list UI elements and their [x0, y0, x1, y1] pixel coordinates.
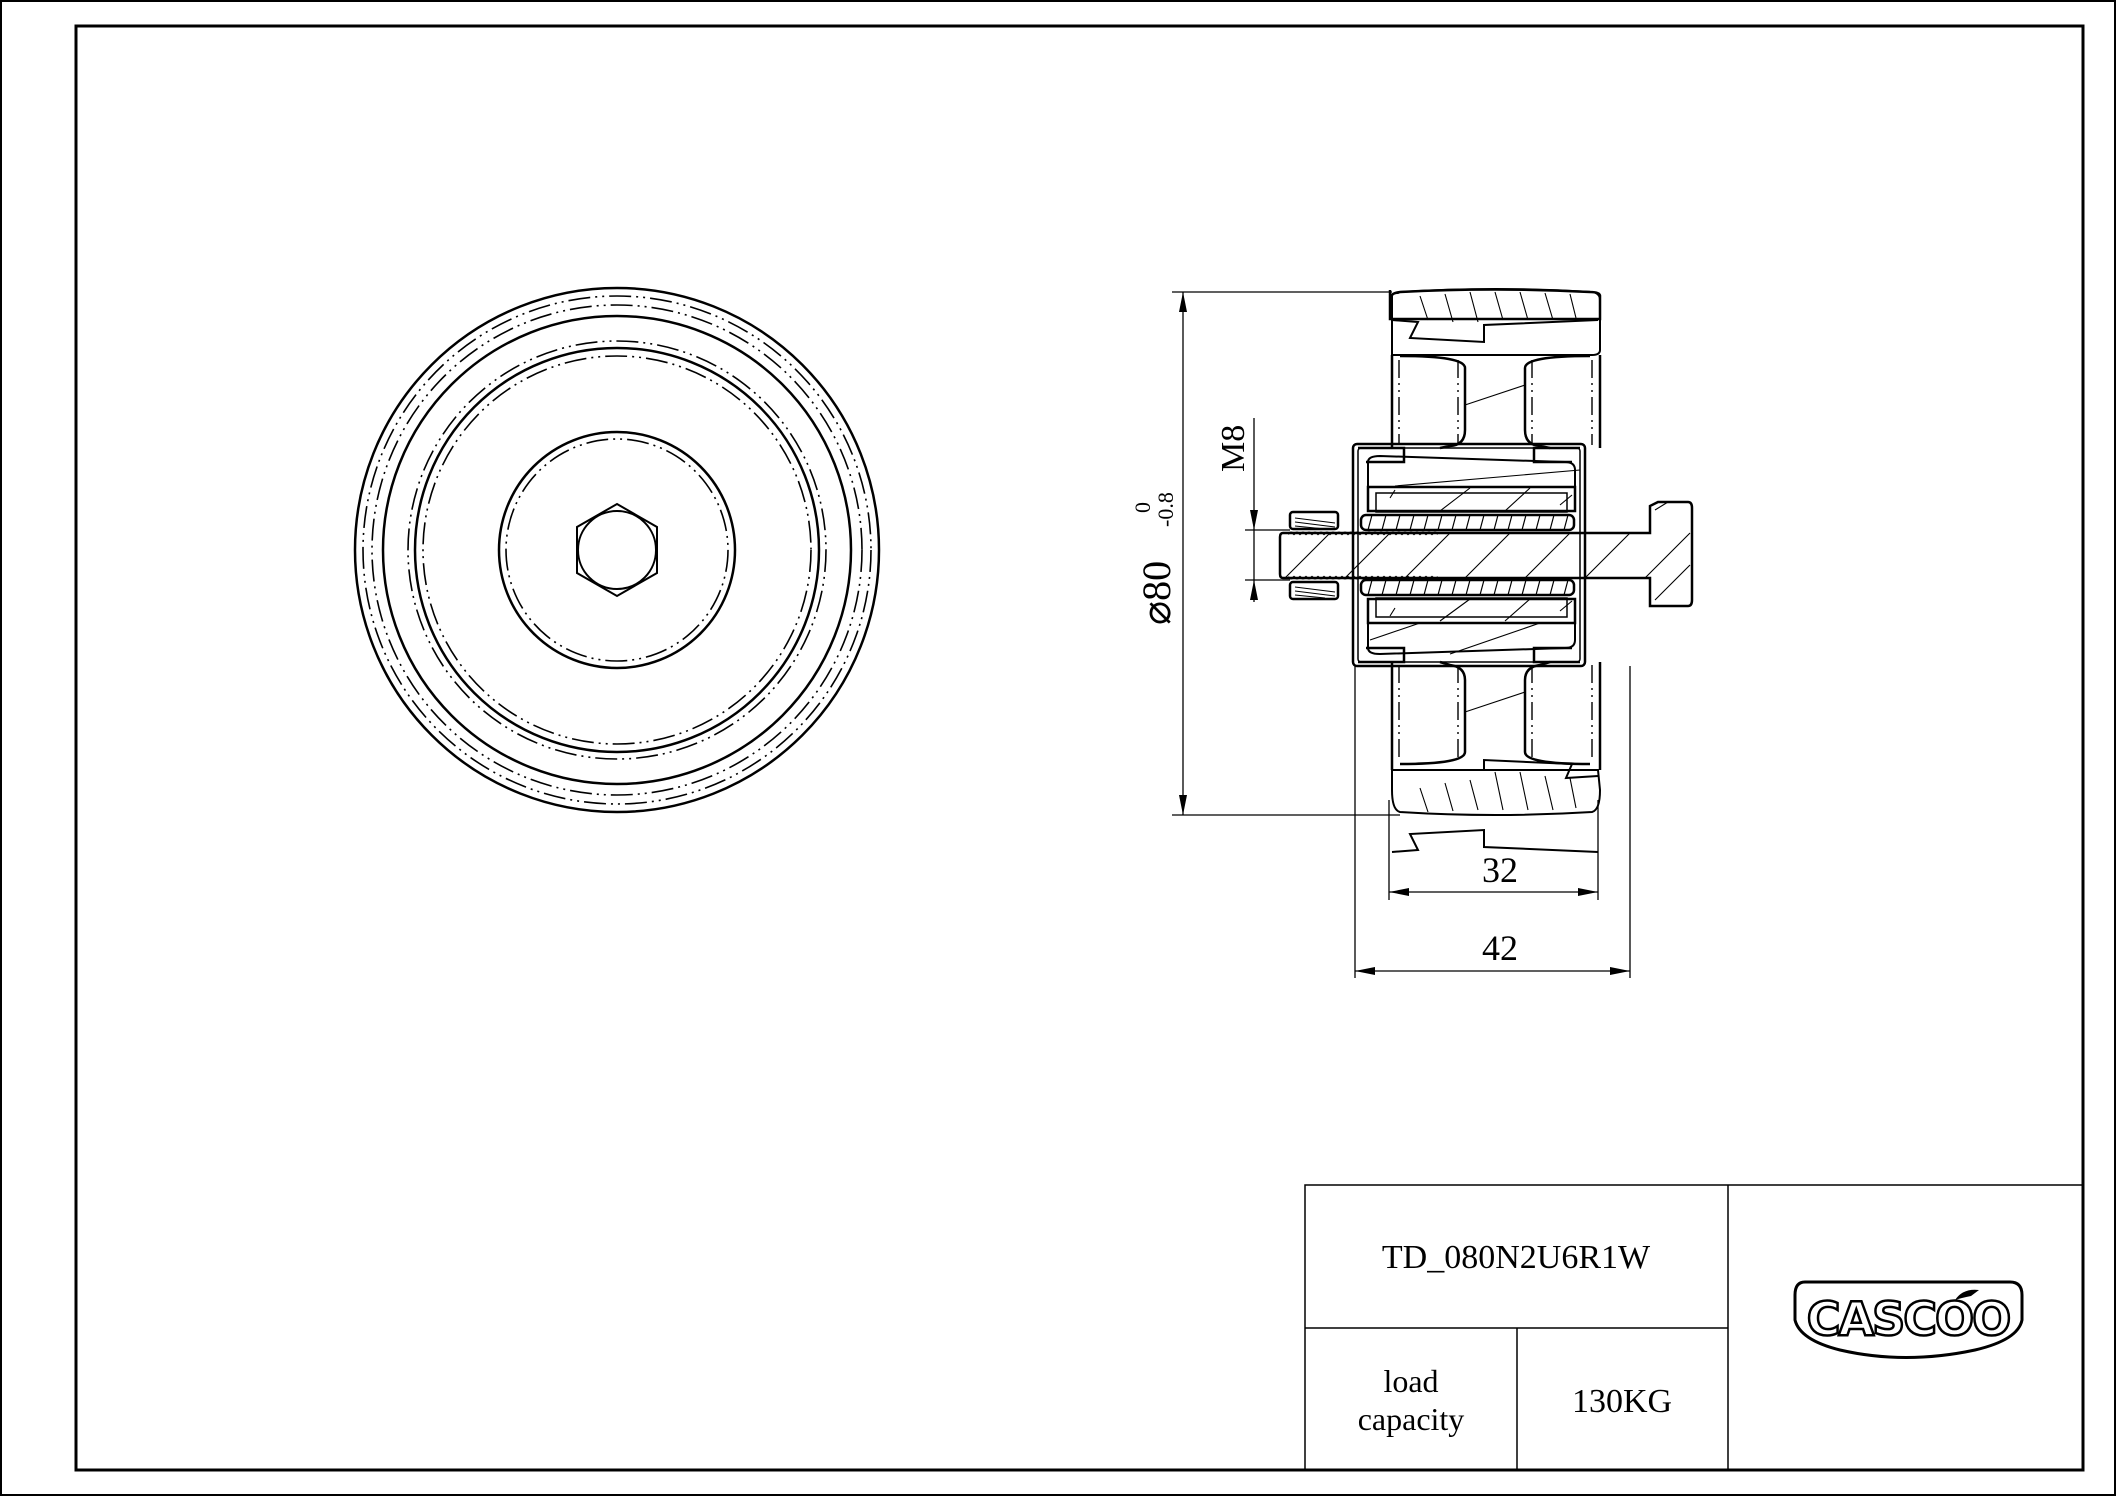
width-inner-label: 32	[1482, 850, 1518, 890]
width-outer-label: 42	[1482, 928, 1518, 968]
load-capacity-value: 130KG	[1572, 1383, 1672, 1420]
front-view	[353, 286, 881, 814]
svg-text:⌀80: ⌀80	[1134, 561, 1179, 625]
diameter-value: 80	[1134, 561, 1179, 601]
thread-dimension-label: M8	[1215, 425, 1252, 472]
load-capacity-label-line2: capacity	[1358, 1401, 1465, 1437]
dimension-lines	[1172, 291, 1631, 978]
inner-border	[74, 24, 2085, 1472]
section-view	[1278, 288, 1694, 853]
hex-bolt-head-icon	[576, 502, 658, 598]
part-number: TD_080N2U6R1W	[1382, 1239, 1651, 1276]
bolt	[1278, 500, 1694, 608]
logo-text: CASCOO	[1807, 1292, 2009, 1346]
diameter-tol-upper: 0	[1130, 502, 1155, 513]
diameter-dimension-label: ⌀80 0 -0.8	[1130, 492, 1179, 625]
diameter-tol-lower: -0.8	[1153, 492, 1178, 527]
title-block	[1304, 1184, 2084, 1471]
nut	[1288, 510, 1340, 601]
load-capacity-label-line1: load	[1383, 1363, 1438, 1399]
cascoo-logo: CASCOO	[1793, 1280, 2024, 1359]
diameter-symbol: ⌀	[1134, 601, 1179, 625]
